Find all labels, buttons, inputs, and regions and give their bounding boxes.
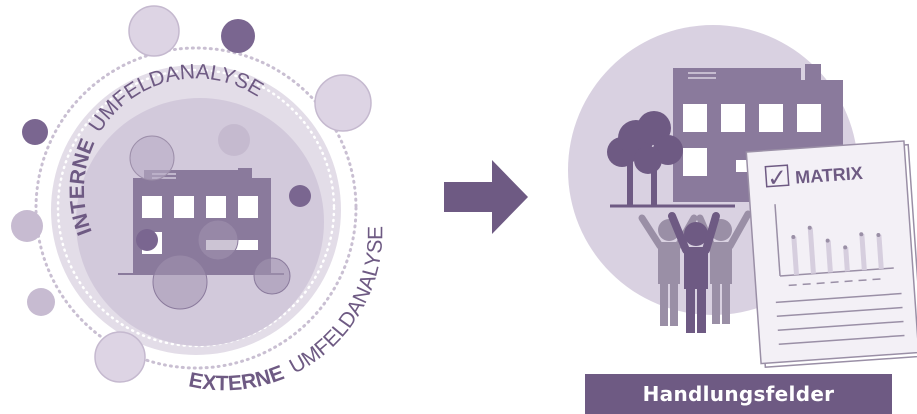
bar-chart-icon: [791, 225, 884, 276]
people-icon: [638, 210, 752, 333]
bubble-icon: [129, 124, 311, 310]
outer-bubbles: [11, 5, 372, 383]
tree-icon: [607, 111, 683, 206]
banner-label: Handlungsfelder: [642, 382, 835, 406]
action-fields-banner: Handlungsfelder: [585, 374, 892, 414]
document-icon: ✓ MATRIX: [745, 140, 917, 369]
arrow-right-icon: [444, 160, 528, 234]
inner-dotted-ring: [56, 68, 336, 348]
matrix-label: MATRIX: [795, 163, 864, 188]
checkmark-icon: ✓: [766, 163, 788, 192]
outer-dotted-ring: [34, 46, 358, 370]
building-icon: [118, 168, 284, 275]
